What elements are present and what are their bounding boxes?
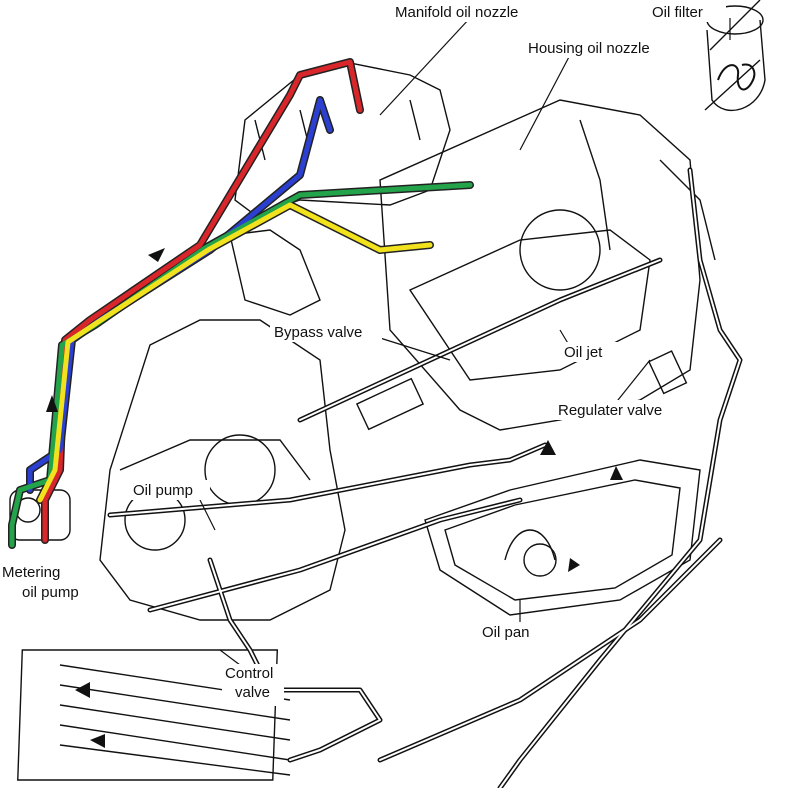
flow-arrows	[46, 248, 623, 748]
metering-lines-outline	[8, 58, 474, 549]
arrow-icon	[75, 682, 90, 698]
leader-lines	[199, 17, 731, 666]
arrow-icon	[540, 440, 556, 455]
metering-line-red	[42, 59, 363, 543]
label-oil-pump: Oil pump	[133, 482, 193, 499]
label-regulater-valve: Regulater valve	[558, 402, 662, 419]
arrow-icon	[568, 558, 580, 572]
label-manifold-oil-nozzle: Manifold oil nozzle	[395, 4, 518, 21]
oil-gallery-pipes-inner	[109, 169, 741, 788]
arrow-icon	[90, 734, 105, 748]
label-housing-oil-nozzle: Housing oil nozzle	[528, 40, 650, 57]
metering-line-blue	[27, 97, 333, 493]
label-oil-jet: Oil jet	[564, 344, 603, 361]
label-oil-pump-metering: oil pump	[22, 584, 79, 601]
label-metering: Metering	[2, 564, 60, 581]
arrow-icon	[46, 395, 58, 412]
label-oil-filter: Oil filter	[652, 4, 703, 21]
arrow-icon	[148, 248, 165, 262]
oil-gallery-pipes	[107, 167, 743, 788]
handwritten-mark	[717, 63, 756, 91]
engine-outline	[9, 0, 766, 781]
label-control: Control	[225, 665, 273, 682]
metering-line-green	[9, 182, 473, 548]
label-bypass-valve: Bypass valve	[274, 324, 362, 341]
arrow-icon	[610, 466, 623, 480]
label-oil-pan: Oil pan	[482, 624, 530, 641]
label-valve: valve	[235, 684, 270, 701]
metering-line-yellow	[37, 202, 433, 503]
